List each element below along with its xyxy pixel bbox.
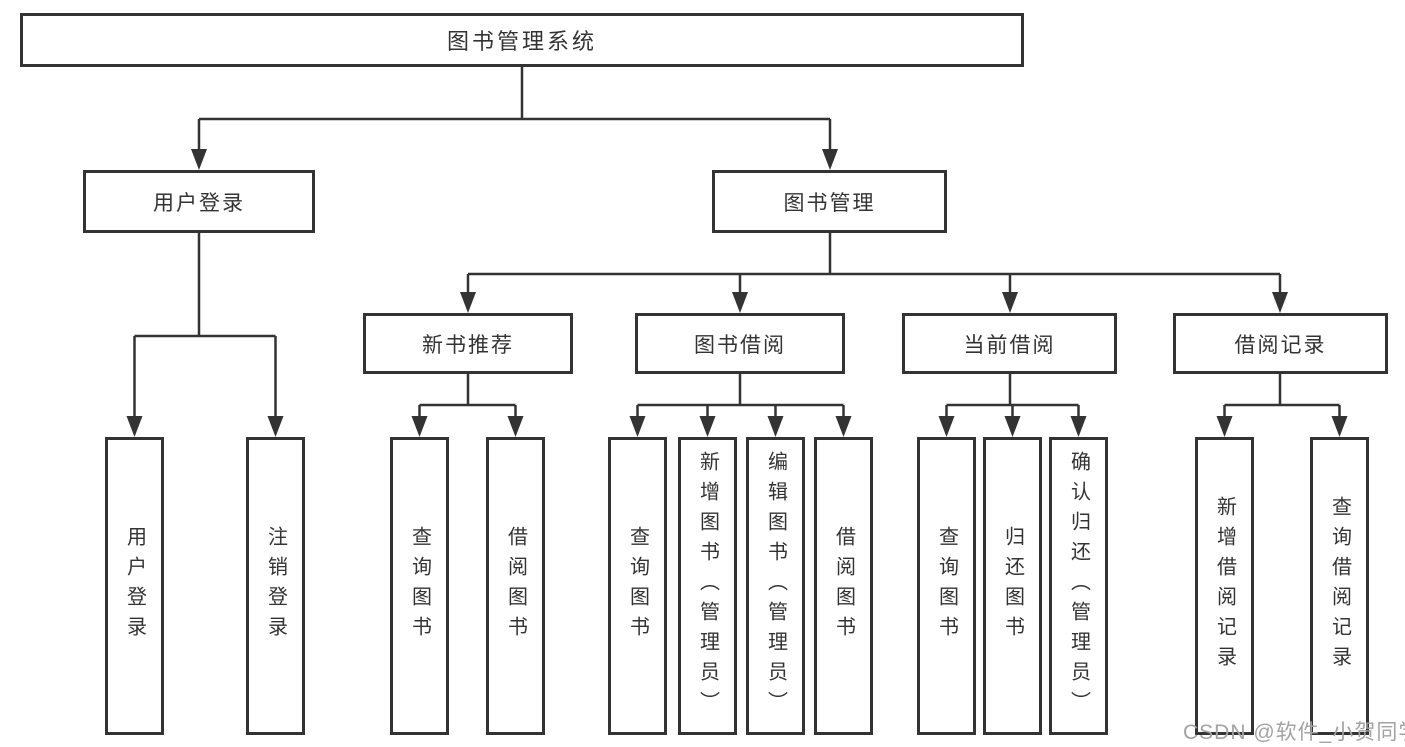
- node-root: 图书管理系统: [20, 13, 1024, 67]
- leaf-confirm-return-admin: 确认归还（管理员）: [1049, 437, 1108, 735]
- tree-branch-lines: [133, 66, 1341, 420]
- leaf-query-books-recommend: 查询图书: [390, 437, 449, 735]
- node-new-book-recommend-label: 新书推荐: [422, 333, 514, 357]
- leaf-edit-books-admin-label: 编辑图书（管理员）: [764, 451, 787, 721]
- leaf-edit-books-admin: 编辑图书（管理员）: [746, 437, 805, 735]
- leaf-logout-login: 注销登录: [246, 437, 305, 735]
- node-user-login: 用户登录: [83, 170, 315, 233]
- node-user-login-label: 用户登录: [153, 191, 245, 215]
- leaf-borrow-books-recommend-label: 借阅图书: [504, 526, 527, 646]
- node-book-borrow: 图书借阅: [635, 313, 845, 374]
- node-root-label: 图书管理系统: [446, 29, 597, 54]
- leaf-return-books-label: 归还图书: [1001, 526, 1024, 646]
- leaf-query-books-current-label: 查询图书: [935, 526, 958, 646]
- leaf-borrow-books-borrow: 借阅图书: [814, 437, 873, 735]
- leaf-add-books-admin-label: 新增图书（管理员）: [696, 451, 719, 721]
- leaf-query-books-borrow: 查询图书: [608, 437, 667, 735]
- leaf-return-books: 归还图书: [983, 437, 1042, 735]
- leaf-borrow-books-borrow-label: 借阅图书: [832, 526, 855, 646]
- arrowheads: [126, 149, 1348, 437]
- leaf-query-borrow-record-label: 查询借阅记录: [1328, 496, 1351, 676]
- node-borrow-records: 借阅记录: [1173, 313, 1388, 374]
- node-book-management: 图书管理: [712, 170, 947, 233]
- leaf-borrow-books-recommend: 借阅图书: [486, 437, 545, 735]
- leaf-logout-login-label: 注销登录: [264, 526, 287, 646]
- leaf-user-login-label: 用户登录: [123, 526, 146, 646]
- leaf-query-borrow-record: 查询借阅记录: [1310, 437, 1369, 735]
- leaf-query-books-borrow-label: 查询图书: [626, 526, 649, 646]
- leaf-add-borrow-record-label: 新增借阅记录: [1213, 496, 1236, 676]
- csdn-watermark: CSDN @软件_小贺同学: [1183, 721, 1405, 744]
- node-book-management-label: 图书管理: [783, 191, 876, 215]
- node-new-book-recommend: 新书推荐: [363, 313, 573, 374]
- leaf-user-login: 用户登录: [105, 437, 164, 735]
- node-book-borrow-label: 图书借阅: [694, 333, 786, 357]
- leaf-confirm-return-admin-label: 确认归还（管理员）: [1067, 451, 1090, 721]
- node-current-borrow-label: 当前借阅: [963, 333, 1056, 357]
- leaf-add-borrow-record: 新增借阅记录: [1195, 437, 1254, 735]
- leaf-query-books-recommend-label: 查询图书: [408, 526, 431, 646]
- node-borrow-records-label: 借阅记录: [1234, 333, 1327, 357]
- leaf-add-books-admin: 新增图书（管理员）: [678, 437, 737, 735]
- node-current-borrow: 当前借阅: [902, 313, 1117, 374]
- leaf-query-books-current: 查询图书: [917, 437, 976, 735]
